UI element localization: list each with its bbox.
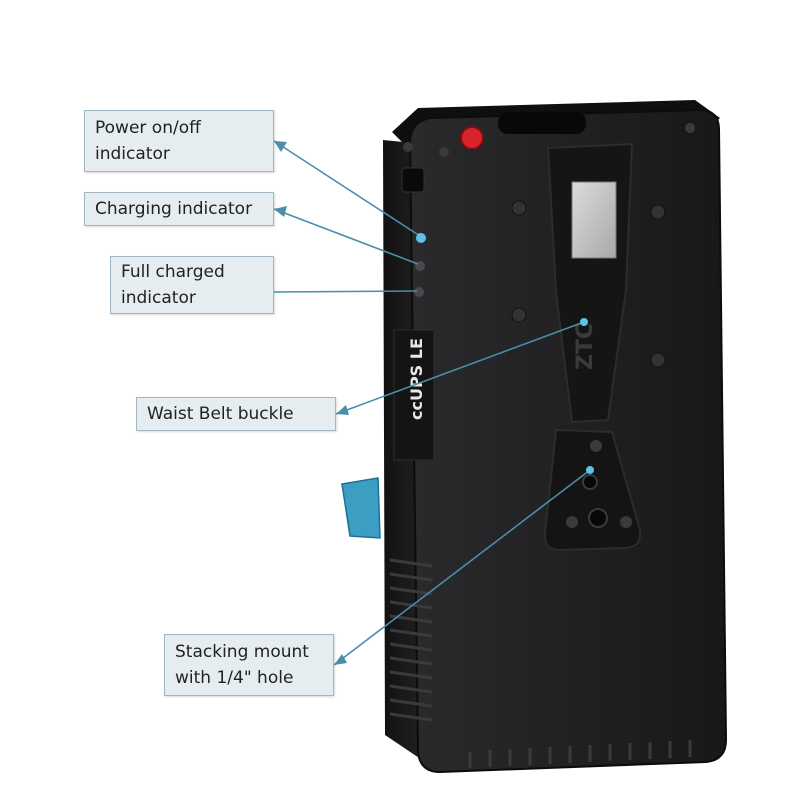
leader-end-dots [417, 233, 594, 474]
bottom-fins [468, 740, 692, 768]
buckle-logo: ZTC [573, 323, 598, 370]
stacking-mount-callout: Stacking mount with 1/4" hole [164, 634, 334, 696]
full-charged-led-icon [414, 287, 424, 297]
front-screw-icon [511, 200, 527, 216]
waist-belt-buckle-callout: Waist Belt buckle [136, 397, 336, 431]
model-label: ccUPS LE [407, 338, 426, 420]
front-screw-icon [511, 307, 527, 323]
power-button[interactable] [460, 126, 484, 150]
power-indicator-callout: Power on/off indicator [84, 110, 274, 172]
top-screw-icon [685, 123, 695, 133]
charging-indicator-callout: Charging indicator [84, 192, 274, 226]
top-screw-icon [439, 147, 449, 157]
top-screw-icon [403, 142, 413, 152]
charging-led-icon [415, 261, 425, 271]
top-handle-slot [498, 112, 586, 134]
front-screw-icon [650, 204, 666, 220]
mount-screw-icon [620, 516, 632, 528]
full-charged-indicator-callout: Full charged indicator [110, 256, 274, 314]
buckle-grip-pad [571, 181, 617, 259]
mount-screw-icon [590, 440, 602, 452]
leader-lines [273, 140, 591, 666]
front-screw-icon [650, 352, 666, 368]
mount-hole-icon [582, 474, 598, 490]
mount-hole-icon [588, 508, 608, 528]
dc-socket [401, 167, 425, 193]
side-latch[interactable] [341, 477, 381, 539]
mount-screw-icon [566, 516, 578, 528]
model-label-plate [393, 329, 435, 461]
